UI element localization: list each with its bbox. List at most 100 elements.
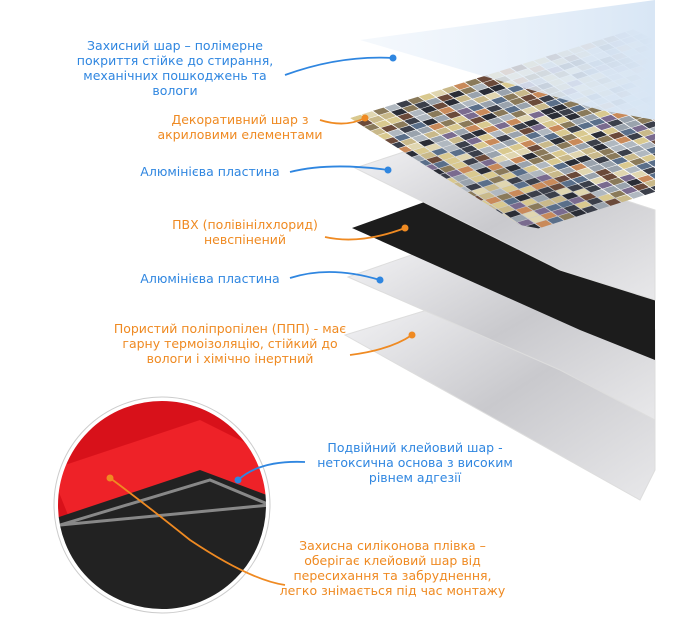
mosaic-tile (641, 154, 655, 162)
mosaic-tile (602, 127, 619, 135)
mosaic-tile (517, 219, 534, 227)
mosaic-tile (472, 141, 489, 150)
mosaic-tile (442, 86, 459, 94)
mosaic-tile (462, 158, 479, 166)
mosaic-tile (526, 144, 543, 152)
mosaic-tile (644, 179, 655, 187)
mosaic-tile (665, 101, 680, 108)
mosaic-tile (661, 168, 678, 175)
mosaic-tile (578, 180, 595, 188)
mosaic-tile (668, 81, 680, 88)
mosaic-tile (557, 200, 574, 208)
mosaic-tile (536, 174, 553, 182)
mosaic-tile (592, 143, 609, 151)
mosaic-tile (629, 158, 646, 166)
mosaic-tile (469, 162, 486, 170)
mosaic-tile (594, 110, 611, 118)
mosaic-tile (399, 125, 416, 133)
mosaic-tile (591, 189, 608, 197)
mosaic-tile (523, 119, 540, 127)
mosaic-tile (589, 118, 606, 126)
mosaic-tile (461, 99, 478, 107)
mosaic-tile (577, 167, 594, 176)
mosaic-tile (560, 179, 577, 187)
mosaic-tile (623, 153, 640, 161)
mosaic-tile (387, 129, 404, 137)
mosaic-tile (518, 173, 535, 181)
mosaic-tile (513, 181, 530, 189)
mosaic-tile (625, 120, 642, 128)
mosaic-tile (444, 157, 461, 165)
mosaic-tile (675, 85, 680, 92)
label-pvc: ПВХ (полівінілхлорид) невспінений (172, 217, 318, 247)
mosaic-tile (639, 187, 655, 196)
mosaic-tile (566, 125, 583, 133)
mosaic-tile (576, 109, 593, 117)
mosaic-tile (425, 97, 442, 106)
mosaic-tile (584, 126, 601, 134)
mosaic-tile (516, 160, 533, 169)
mosaic-tile (658, 97, 675, 104)
mosaic-tile (531, 182, 548, 190)
mosaic-tile (420, 151, 437, 160)
label-porous-polypropylene: Пористий поліпропілен (ППП) - має гарну … (113, 321, 347, 366)
mosaic-tile (515, 102, 532, 110)
mosaic-tile (430, 89, 447, 97)
mosaic-tile (626, 178, 643, 187)
mosaic-tile (544, 191, 561, 199)
mosaic-tile (671, 106, 680, 113)
mosaic-tile (655, 72, 672, 79)
mosaic-tile (407, 142, 424, 151)
mosaic-tile (488, 176, 505, 184)
mosaic-tile (597, 135, 614, 143)
mosaic-tile (639, 141, 655, 150)
mosaic-tile (559, 121, 576, 129)
mosaic-tile (657, 38, 674, 45)
mosaic-tile (472, 187, 489, 196)
mosaic-tile (495, 134, 512, 142)
mosaic-tile (478, 192, 495, 200)
mosaic-tile (593, 202, 610, 210)
mosaic-tile (549, 137, 566, 145)
mosaic-tile (407, 96, 424, 105)
mosaic-tile (619, 174, 636, 182)
mosaic-tile (529, 169, 546, 178)
mosaic-tile (607, 119, 624, 127)
mosaic-tile (419, 93, 436, 101)
mosaic-tile (493, 167, 510, 176)
mosaic-tile (672, 60, 680, 67)
mosaic-tile (506, 176, 523, 185)
mosaic-tile (656, 176, 673, 183)
mosaic-tile (585, 139, 602, 147)
mosaic-tile (659, 155, 676, 162)
mosaic-tile (631, 170, 648, 178)
mosaic-tile (483, 184, 500, 192)
mosaic-tile (500, 172, 517, 180)
mosaic-tile (473, 95, 490, 104)
mosaic-tile (392, 121, 409, 129)
mosaic-tile (521, 152, 538, 160)
mosaic-tile (535, 220, 552, 228)
mosaic-tile (673, 118, 680, 125)
mosaic-tile (540, 212, 557, 220)
mosaic-tile (520, 94, 537, 102)
mosaic-tile (539, 153, 556, 161)
mosaic-tile (565, 171, 582, 179)
mosaic-tile (430, 135, 447, 143)
mosaic-tile (595, 168, 612, 177)
mosaic-tile (644, 133, 655, 142)
mosaic-tile (431, 148, 448, 156)
mosaic-tile (479, 100, 496, 108)
mosaic-tile (443, 144, 460, 152)
mosaic-tile (500, 126, 517, 134)
mosaic-tile (564, 158, 581, 167)
mosaic-tile (530, 123, 547, 132)
mosaic-tile (459, 132, 476, 141)
mosaic-tile (608, 177, 625, 186)
label-adhesive-layer: Подвійний клейовий шар - нетоксична осно… (317, 440, 513, 485)
mosaic-tile (663, 135, 680, 142)
mosaic-tile (677, 52, 680, 59)
mosaic-tile (443, 98, 460, 106)
mosaic-tile (540, 107, 557, 115)
mosaic-tile (439, 165, 456, 173)
